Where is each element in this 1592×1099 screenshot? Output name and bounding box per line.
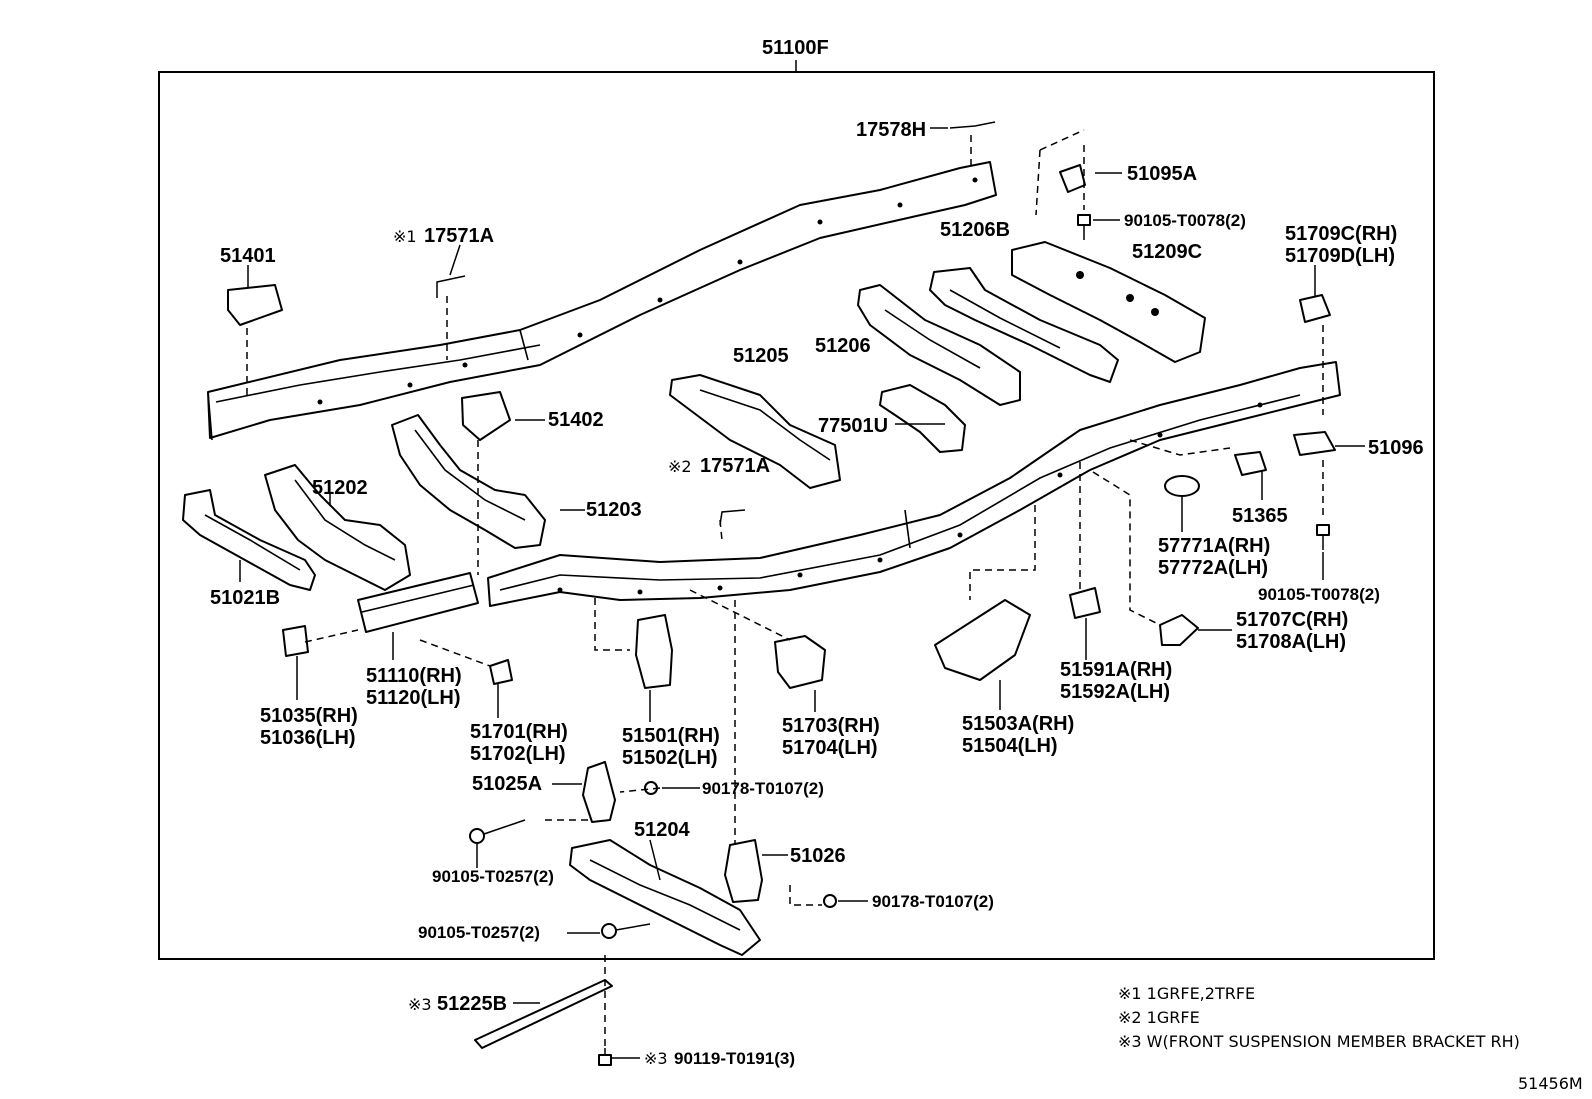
- label-51120: 51120(LH): [366, 687, 461, 709]
- label-90105-t0257-left: 90105-T0257(2): [432, 867, 554, 886]
- label-51401: 51401: [220, 245, 276, 267]
- label-51026: 51026: [790, 845, 846, 867]
- label-51501: 51501(RH): [622, 725, 720, 747]
- label-51703: 51703(RH): [782, 715, 880, 737]
- label-51205: 51205: [733, 345, 789, 367]
- label-51206: 51206: [815, 335, 871, 357]
- bracket-51402: [461, 391, 511, 441]
- cushion-57771a: [1164, 475, 1200, 497]
- clip-17571a-lower: [719, 509, 746, 526]
- diagram-id: 51456M: [1518, 1074, 1583, 1093]
- label-90105-t0078-right: 90105-T0078(2): [1258, 585, 1380, 604]
- label-57771a: 57771A(RH): [1158, 535, 1270, 557]
- bolt-90119-t0191: [598, 1048, 612, 1066]
- label-51035: 51035(RH): [260, 705, 358, 727]
- bracket-51365: [1234, 451, 1267, 476]
- label-51709d: 51709D(LH): [1285, 245, 1395, 267]
- label-77501u: 77501U: [818, 415, 888, 437]
- label-57772a: 57772A(LH): [1158, 557, 1268, 579]
- clip-17571a-upper: [436, 275, 466, 298]
- plate-51035: [282, 625, 309, 657]
- label-90178-t0107-top: 90178-T0107(2): [702, 779, 824, 798]
- bracket-51096: [1293, 431, 1336, 456]
- label-51110: 51110(RH): [366, 665, 462, 687]
- bracket-51501: [635, 614, 673, 689]
- label-51021b: 51021B: [210, 587, 280, 609]
- label-51225b: 51225B: [437, 993, 507, 1015]
- note-2: ※2 1GRFE: [1118, 1008, 1200, 1027]
- label-90119-t0191: 90119-T0191(3): [674, 1049, 795, 1068]
- label-51206b: 51206B: [940, 219, 1010, 241]
- label-51502: 51502(LH): [622, 747, 718, 769]
- label-90105-t0078-top: 90105-T0078(2): [1124, 211, 1246, 230]
- label-51365: 51365: [1232, 505, 1288, 527]
- mark-3a: ※3: [408, 995, 432, 1014]
- crossmember-51205: [669, 374, 841, 489]
- crossmember-51206b: [929, 267, 1119, 383]
- label-51096: 51096: [1368, 437, 1424, 459]
- note-3: ※3 W(FRONT SUSPENSION MEMBER BRACKET RH): [1118, 1032, 1520, 1051]
- bracket-51401: [227, 284, 283, 326]
- label-51204: 51204: [634, 819, 690, 841]
- nut-90178-t0107-right: [823, 894, 837, 908]
- label-17571a-lower: 17571A: [700, 455, 770, 477]
- bolt-90105-t0078-right: [1316, 524, 1330, 550]
- label-51701: 51701(RH): [470, 721, 568, 743]
- bolt-90105-t0257-left: [469, 819, 526, 844]
- label-51592a: 51592A(LH): [1060, 681, 1170, 703]
- bracket-51095a: [1059, 164, 1086, 193]
- bracket-51703: [774, 635, 826, 689]
- bracket-51707c: [1159, 614, 1199, 646]
- label-17571a-upper: 17571A: [424, 225, 494, 247]
- label-90105-t0257-mid: 90105-T0257(2): [418, 923, 540, 942]
- left-frame-rail: [207, 161, 997, 441]
- bracket-51701: [489, 659, 513, 685]
- bracket-51026: [724, 839, 763, 903]
- label-90178-t0107-right: 90178-T0107(2): [872, 892, 994, 911]
- bolt-90105-t0257-mid: [601, 923, 651, 939]
- label-51707c: 51707C(RH): [1236, 609, 1348, 631]
- label-51025a: 51025A: [472, 773, 542, 795]
- bracket-77501u: [879, 384, 966, 453]
- label-51709c: 51709C(RH): [1285, 223, 1397, 245]
- label-51402: 51402: [548, 409, 604, 431]
- bracket-51503a: [934, 599, 1031, 681]
- label-51095a: 51095A: [1127, 163, 1197, 185]
- bolt-90105-t0078-top: [1077, 214, 1091, 240]
- assembly-label: 51100F: [762, 37, 829, 59]
- label-51708a: 51708A(LH): [1236, 631, 1346, 653]
- mark-1: ※1: [393, 227, 417, 246]
- note-1: ※1 1GRFE,2TRFE: [1118, 984, 1255, 1003]
- label-51036: 51036(LH): [260, 727, 356, 749]
- right-frame-rail: [487, 361, 1341, 607]
- brace-51225b: [474, 979, 613, 1049]
- bracket-51025a: [582, 761, 616, 823]
- mark-2: ※2: [668, 457, 692, 476]
- crossmember-51204: [569, 839, 761, 956]
- label-51504: 51504(LH): [962, 735, 1058, 757]
- label-51202: 51202: [312, 477, 368, 499]
- label-51203: 51203: [586, 499, 642, 521]
- label-17578h: 17578H: [856, 119, 926, 141]
- bracket-51591a: [1069, 587, 1101, 619]
- crossmember-51209c: [1011, 241, 1206, 363]
- label-51704: 51704(LH): [782, 737, 878, 759]
- bracket-51709c: [1299, 294, 1331, 323]
- label-51503a: 51503A(RH): [962, 713, 1074, 735]
- extension-51110: [357, 572, 479, 633]
- crossmember-51203: [391, 414, 546, 549]
- label-51702: 51702(LH): [470, 743, 566, 765]
- mark-3b: ※3: [644, 1049, 668, 1068]
- wire-17578h: [949, 121, 996, 129]
- label-51591a: 51591A(RH): [1060, 659, 1172, 681]
- label-51209c: 51209C: [1132, 241, 1202, 263]
